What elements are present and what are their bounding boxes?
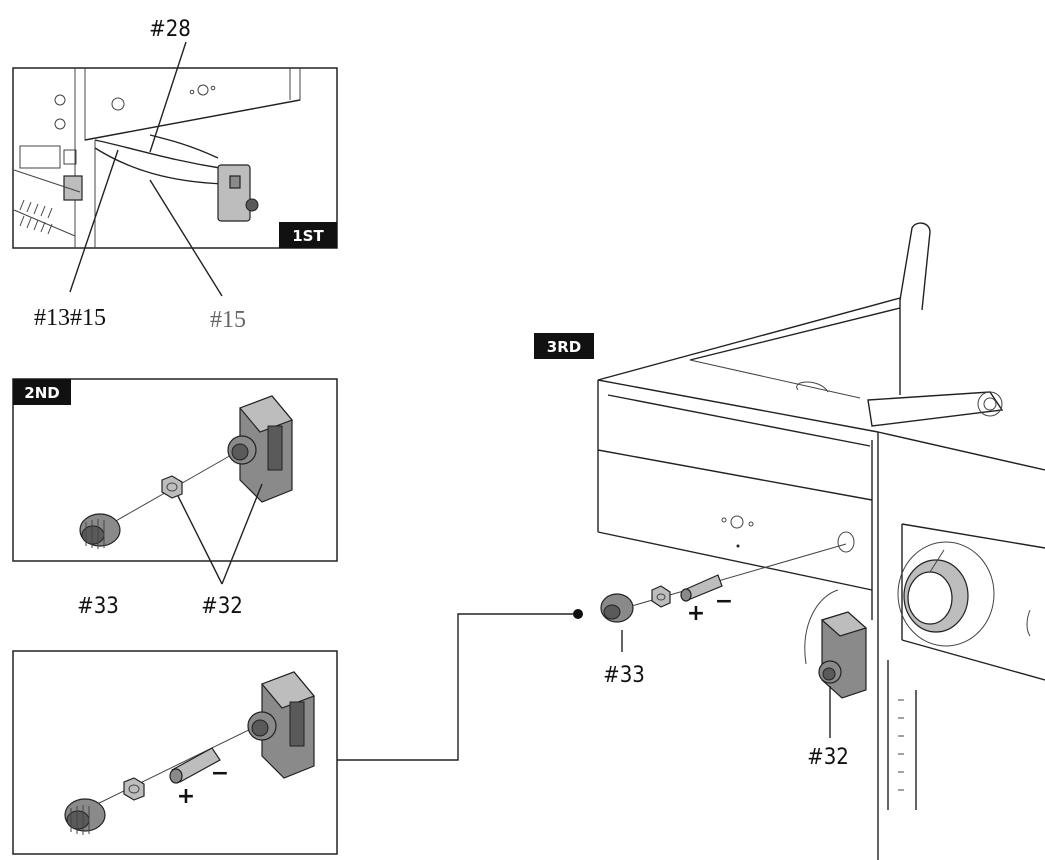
igniter-module-second (227, 395, 294, 503)
leader-p13-15 (69, 149, 119, 293)
label-p33-third: #33 (603, 663, 645, 688)
plus-sign-third: + (687, 601, 705, 626)
label-p32-third: #32 (807, 745, 849, 770)
label-p28: #28 (149, 17, 191, 42)
step-badge-third: 3RD (534, 333, 594, 359)
step-label-third: 3RD (547, 338, 581, 356)
step-label-second: 2ND (24, 384, 59, 402)
panel-second: 2ND (12, 378, 338, 585)
nut-detail (123, 777, 145, 801)
connector-line (337, 613, 578, 761)
panel-detail: + − (12, 650, 338, 855)
knob-part-33-third (600, 593, 634, 623)
nut-third (651, 585, 671, 608)
connector-dot (573, 609, 583, 619)
minus-sign-detail: − (211, 761, 229, 786)
leader-p15 (149, 179, 223, 297)
battery-detail (169, 747, 221, 784)
label-p32-second: #32 (201, 594, 243, 619)
step-label-first: 1ST (292, 227, 324, 245)
grill-body-third (597, 222, 1045, 860)
knob-detail (64, 798, 106, 835)
nut-second (161, 475, 183, 499)
leader-p28 (149, 41, 187, 153)
igniter-module-third (818, 611, 868, 699)
battery-third (680, 574, 723, 602)
knob-part-33-second (79, 513, 121, 549)
step-badge-first: 1ST (279, 222, 337, 248)
panel-first: 1ST (12, 67, 338, 249)
label-p15: #15 (210, 307, 246, 333)
step-badge-second: 2ND (13, 379, 71, 405)
minus-sign-third: − (715, 589, 733, 614)
label-p33-second: #33 (77, 594, 119, 619)
label-p13-15: #13#15 (34, 305, 106, 331)
igniter-module-detail (247, 671, 316, 779)
igniter-module-first (217, 164, 259, 222)
control-knob-third (897, 541, 995, 647)
plus-sign-detail: + (177, 784, 195, 809)
